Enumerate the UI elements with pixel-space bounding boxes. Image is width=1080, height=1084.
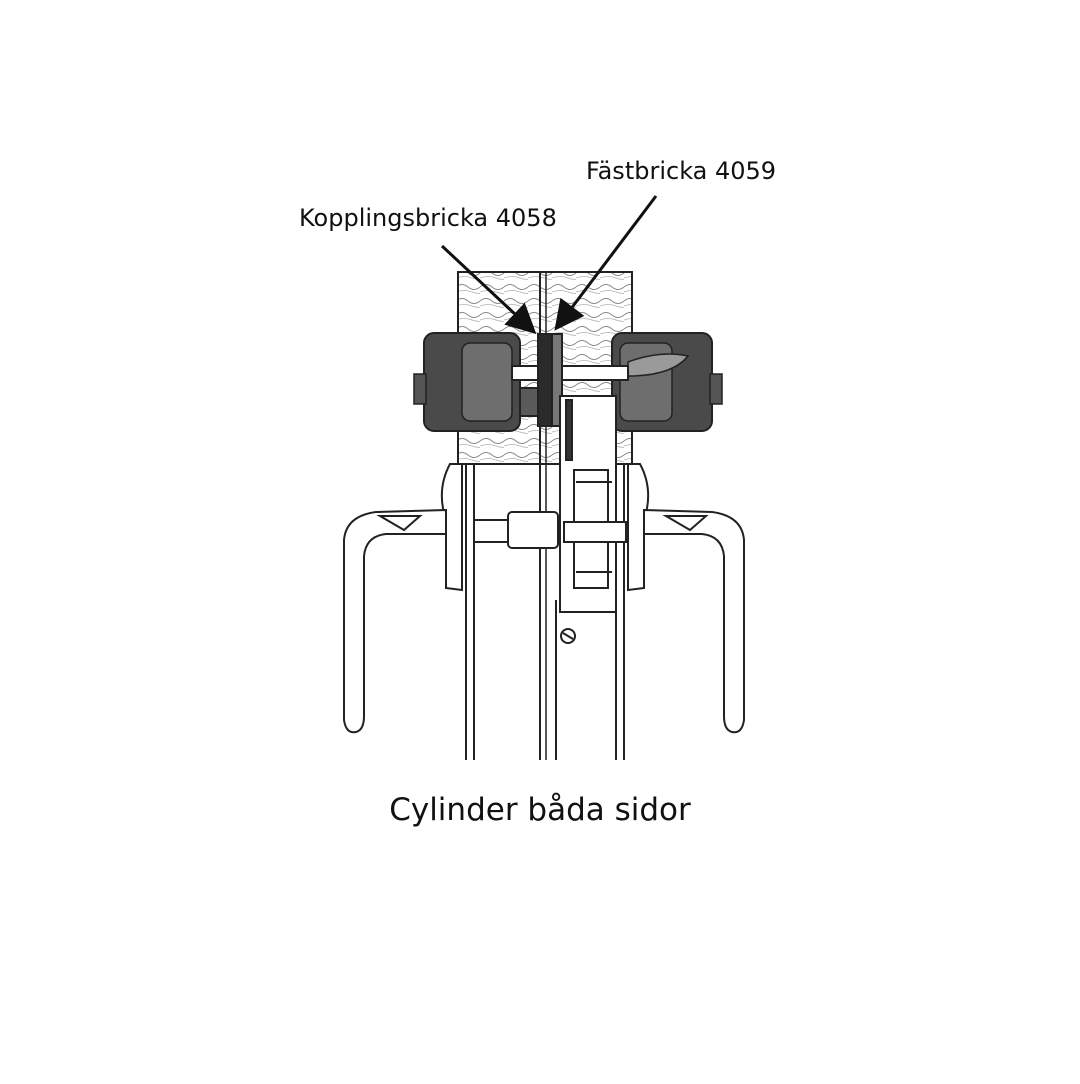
coupling-washer-pointer bbox=[440, 244, 537, 335]
fixing-washer-label: Fästbricka 4059 bbox=[586, 157, 777, 185]
coupling-washer-label: Kopplingsbricka 4058 bbox=[299, 204, 557, 232]
lock-mechanism bbox=[511, 333, 629, 613]
right-cylinder bbox=[611, 332, 723, 432]
left-cylinder bbox=[413, 332, 521, 432]
callout-pointers bbox=[440, 195, 658, 335]
door-frame bbox=[465, 464, 625, 760]
diagram-caption: Cylinder båda sidor bbox=[389, 792, 691, 828]
right-lever-handle bbox=[563, 463, 745, 734]
fixing-washer-pointer bbox=[554, 195, 658, 331]
left-lever-handle bbox=[343, 463, 559, 734]
